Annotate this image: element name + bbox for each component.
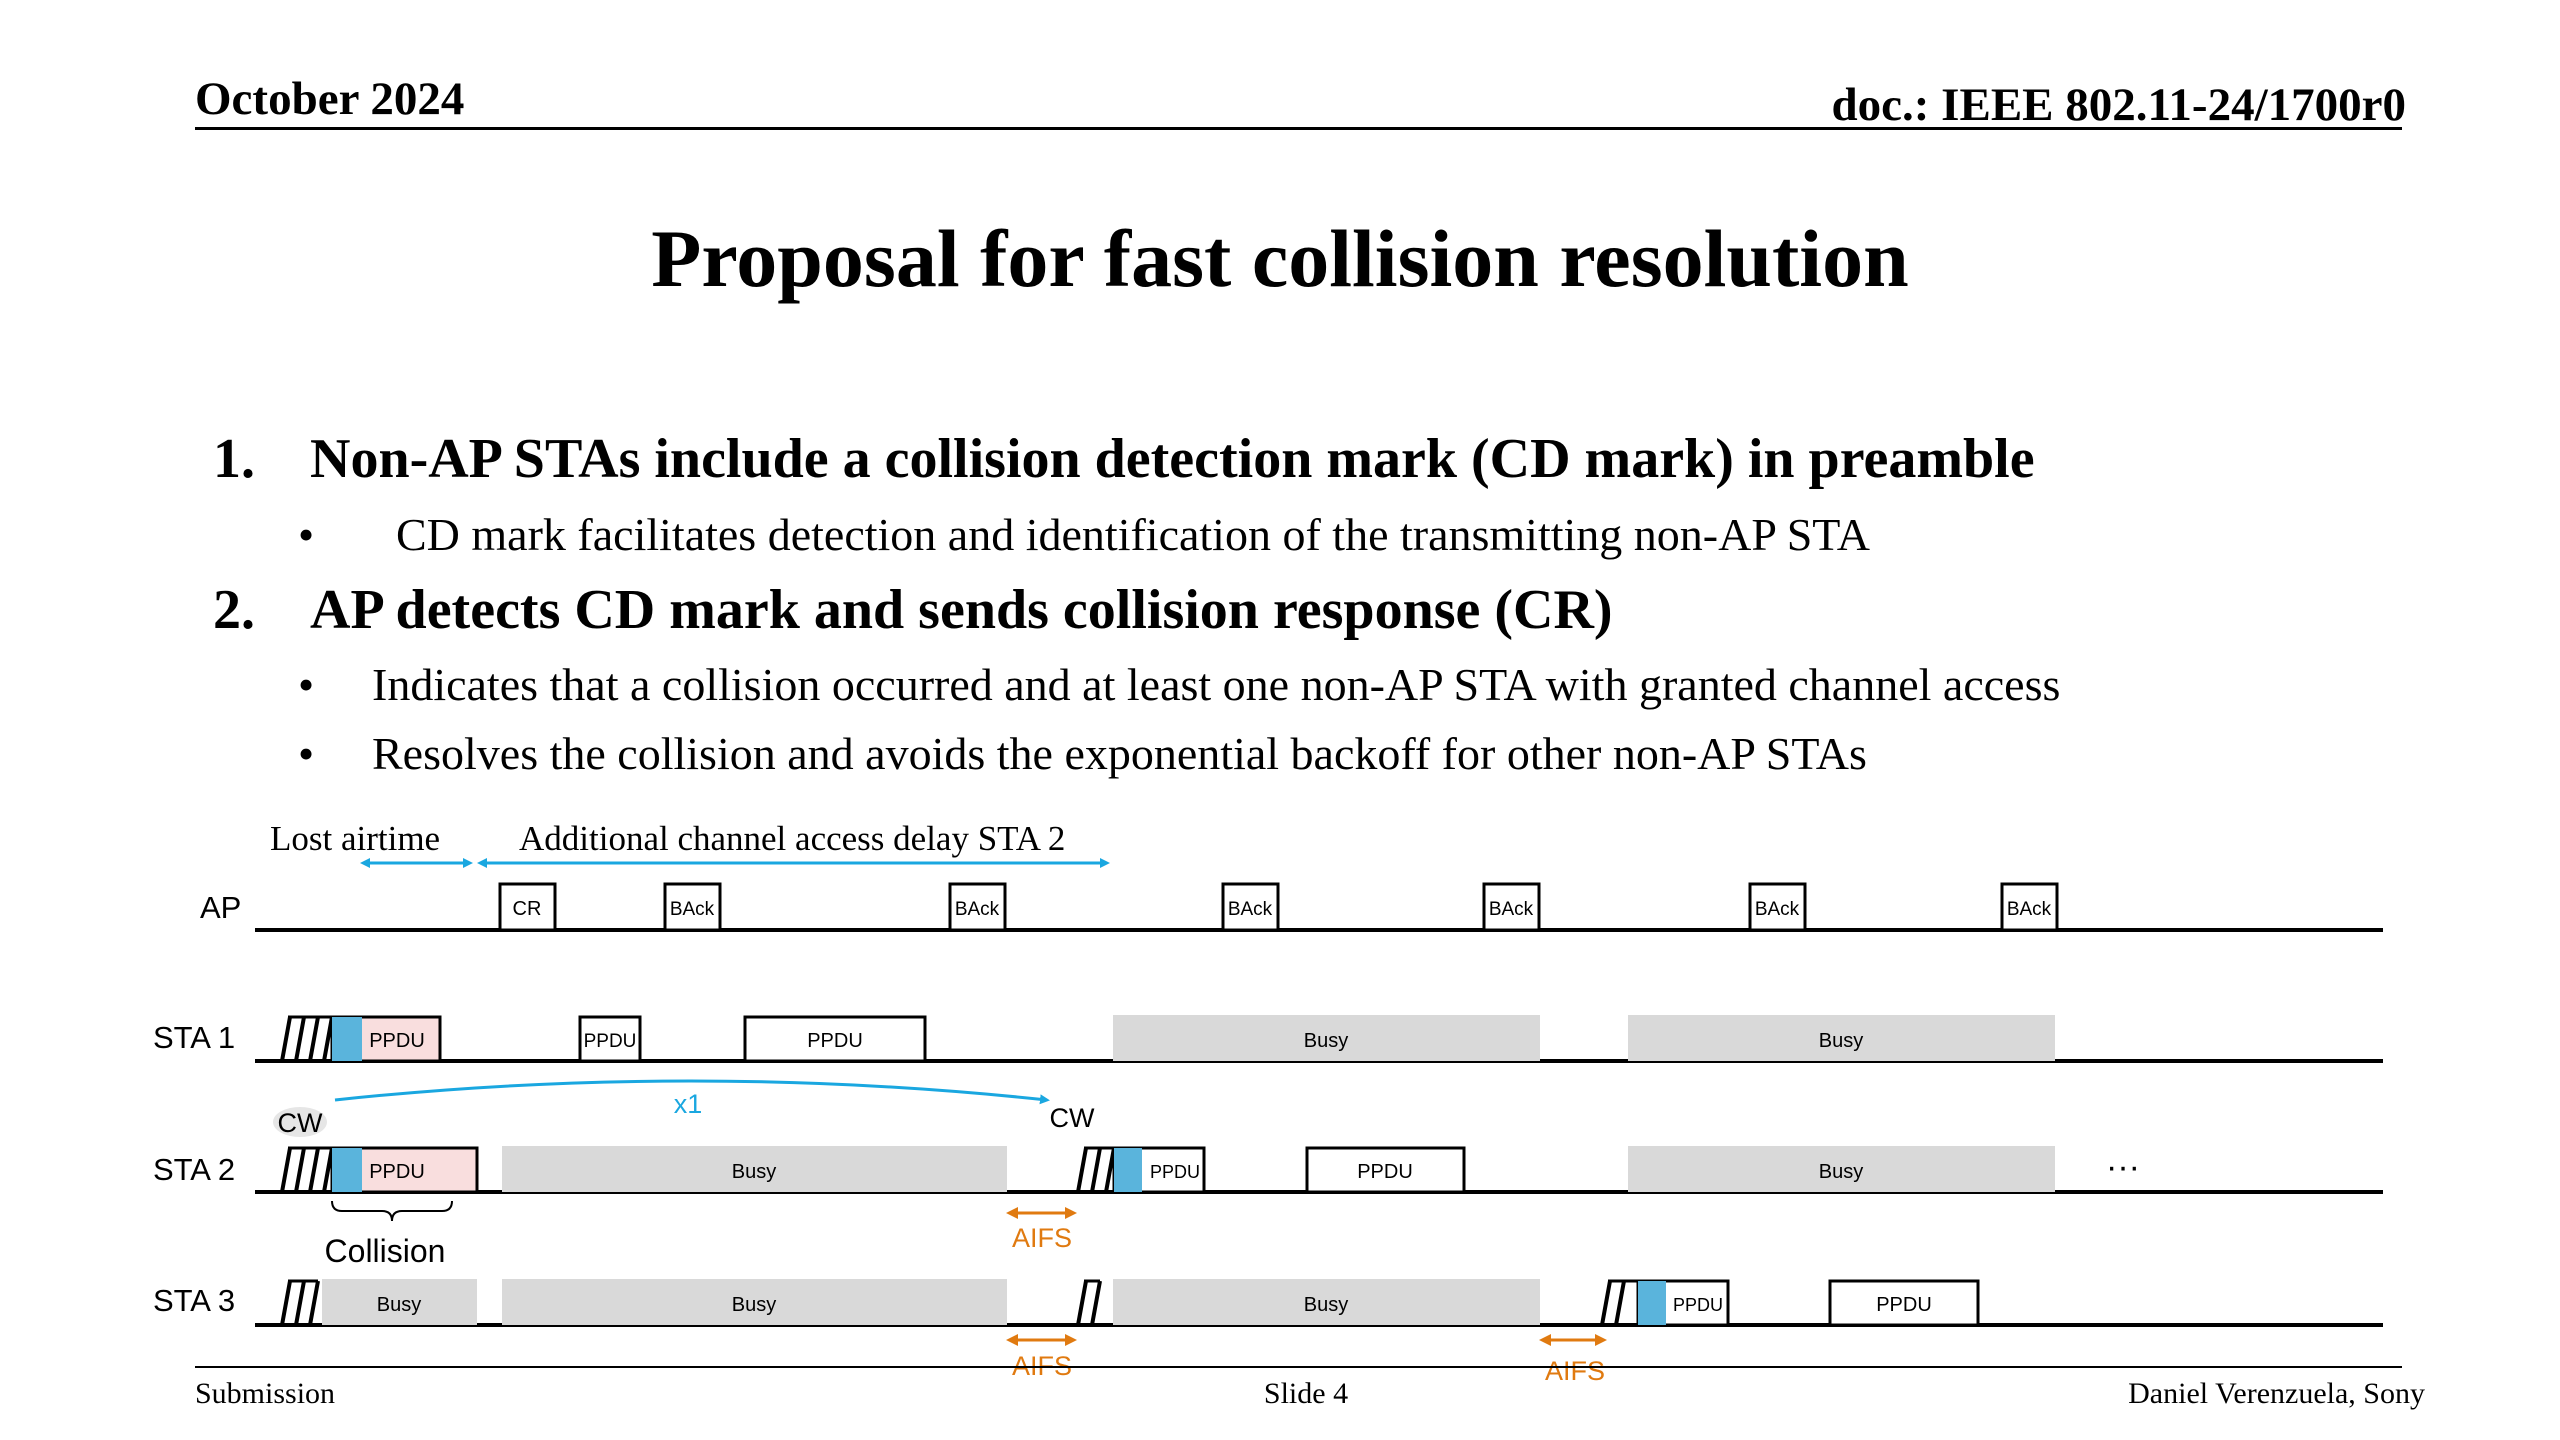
footer-submission: Submission bbox=[195, 1377, 336, 1410]
back-frame: BAck bbox=[1482, 882, 1541, 932]
additional-delay-label: Additional channel access delay STA 2 bbox=[519, 819, 1065, 858]
aifs-label: AIFS bbox=[1545, 1356, 1605, 1386]
cw-reuse-arrow bbox=[334, 1079, 1050, 1105]
collided-ppdu: PPDU bbox=[330, 1015, 442, 1063]
svg-text:PPDU: PPDU bbox=[807, 1030, 863, 1052]
item-1-bullet-1: CD mark facilitates detection and identi… bbox=[396, 509, 1870, 560]
aifs-label: AIFS bbox=[1012, 1223, 1072, 1253]
header-doc-id: doc.: IEEE 802.11-24/1700r0 bbox=[1831, 79, 2406, 131]
lost-airtime-label: Lost airtime bbox=[270, 819, 440, 858]
svg-text:Busy: Busy bbox=[1304, 1030, 1348, 1052]
bullet-icon: • bbox=[298, 659, 315, 710]
svg-text:BAck: BAck bbox=[670, 899, 715, 920]
svg-text:Busy: Busy bbox=[732, 1161, 776, 1183]
svg-text:PPDU: PPDU bbox=[369, 1030, 425, 1052]
busy-period: Busy bbox=[502, 1279, 1007, 1325]
ppdu-frame: PPDU bbox=[743, 1015, 927, 1063]
svg-text:PPDU: PPDU bbox=[369, 1161, 425, 1183]
collision-label: Collision bbox=[325, 1233, 446, 1269]
cr-frame: CR bbox=[498, 882, 557, 932]
busy-period: Busy bbox=[1113, 1279, 1540, 1325]
item-2-number: 2. bbox=[213, 579, 255, 641]
busy-period: Busy bbox=[1628, 1015, 2055, 1061]
header-date: October 2024 bbox=[195, 73, 465, 125]
collision-brace bbox=[331, 1200, 453, 1222]
cd-ppdu: PPDU bbox=[1112, 1146, 1206, 1194]
svg-text:Busy: Busy bbox=[1304, 1294, 1348, 1316]
svg-text:BAck: BAck bbox=[2007, 899, 2052, 920]
svg-text:BAck: BAck bbox=[1489, 899, 1534, 920]
item-2-bullet-2: Resolves the collision and avoids the ex… bbox=[372, 728, 1867, 779]
row-label-sta3: STA 3 bbox=[153, 1283, 235, 1318]
backoff-slots bbox=[1076, 1279, 1102, 1326]
cw-multiplier: x1 bbox=[674, 1089, 703, 1119]
row-label-sta2: STA 2 bbox=[153, 1152, 235, 1187]
busy-period: Busy bbox=[322, 1279, 477, 1325]
header-rule bbox=[195, 127, 2402, 130]
item-2-text: AP detects CD mark and sends collision r… bbox=[310, 579, 1613, 641]
item-1-number: 1. bbox=[213, 428, 255, 490]
svg-text:PPDU: PPDU bbox=[1876, 1294, 1932, 1316]
footer-author: Daniel Verenzuela, Sony bbox=[2128, 1377, 2425, 1410]
cd-ppdu: PPDU bbox=[1636, 1279, 1730, 1327]
svg-text:PPDU: PPDU bbox=[1150, 1162, 1200, 1182]
busy-period: Busy bbox=[1113, 1015, 1540, 1061]
backoff-slots bbox=[280, 1015, 334, 1062]
back-frame: BAck bbox=[663, 882, 722, 932]
cw-label-reset: CW bbox=[1050, 1103, 1095, 1133]
ppdu-frame: PPDU bbox=[1828, 1279, 1980, 1327]
svg-text:PPDU: PPDU bbox=[1357, 1161, 1413, 1183]
row-label-sta1: STA 1 bbox=[153, 1020, 235, 1055]
collided-ppdu: PPDU bbox=[330, 1146, 479, 1194]
backoff-slots bbox=[280, 1279, 320, 1326]
back-frame: BAck bbox=[948, 882, 1007, 932]
svg-text:BAck: BAck bbox=[1755, 899, 1800, 920]
svg-text:BAck: BAck bbox=[1228, 899, 1273, 920]
svg-text:Busy: Busy bbox=[732, 1294, 776, 1316]
svg-text:Busy: Busy bbox=[1819, 1030, 1863, 1052]
svg-text:PPDU: PPDU bbox=[584, 1031, 637, 1052]
backoff-slots bbox=[1076, 1146, 1116, 1193]
ppdu-frame: PPDU bbox=[578, 1015, 642, 1063]
busy-period: Busy bbox=[502, 1146, 1007, 1192]
back-frame: BAck bbox=[2000, 882, 2059, 932]
ppdu-frame: PPDU bbox=[1305, 1146, 1466, 1194]
svg-text:CR: CR bbox=[513, 898, 542, 920]
cw-label-initial: CW bbox=[273, 1107, 327, 1138]
footer-slide-number: Slide 4 bbox=[1263, 1377, 1349, 1410]
slide-title: Proposal for fast collision resolution bbox=[651, 213, 1909, 304]
bullet-icon: • bbox=[298, 728, 315, 779]
svg-text:BAck: BAck bbox=[955, 899, 1000, 920]
svg-text:CW: CW bbox=[278, 1108, 323, 1138]
item-1-text: Non-AP STAs include a collision detectio… bbox=[310, 428, 2035, 490]
back-frame: BAck bbox=[1221, 882, 1280, 932]
back-frame: BAck bbox=[1748, 882, 1807, 932]
backoff-slots bbox=[1600, 1279, 1638, 1326]
ellipsis: ··· bbox=[2106, 1148, 2140, 1186]
row-label-ap: AP bbox=[200, 890, 241, 925]
backoff-slots bbox=[280, 1146, 334, 1193]
item-2-bullet-1: Indicates that a collision occurred and … bbox=[372, 659, 2061, 710]
svg-text:Busy: Busy bbox=[1819, 1161, 1863, 1183]
svg-text:Busy: Busy bbox=[377, 1294, 421, 1316]
svg-text:PPDU: PPDU bbox=[1673, 1295, 1723, 1315]
busy-period: Busy bbox=[1628, 1146, 2055, 1192]
footer-rule bbox=[195, 1366, 2402, 1368]
bullet-icon: • bbox=[298, 509, 315, 560]
